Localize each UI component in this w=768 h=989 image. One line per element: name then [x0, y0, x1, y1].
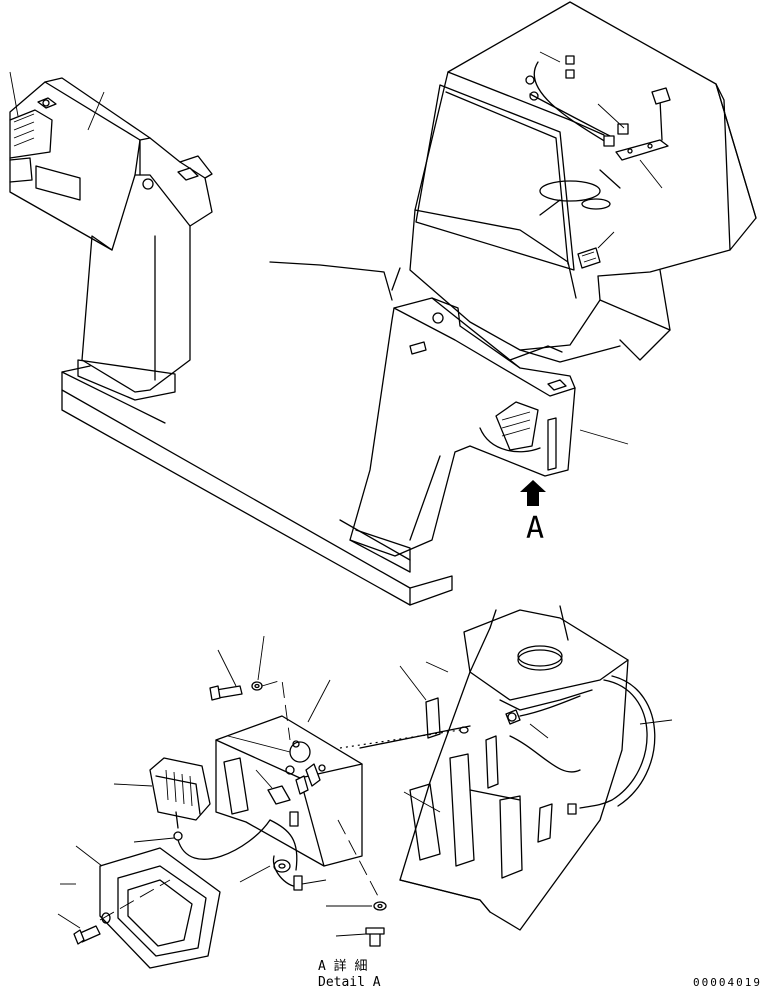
- leader-line: [580, 430, 628, 444]
- leader-line: [88, 92, 104, 130]
- bolt-axis-line: [100, 880, 170, 920]
- leader-line: [308, 680, 330, 722]
- main-frame: [62, 262, 452, 605]
- lamp-bracket-box: [216, 716, 362, 866]
- drawing-number: 00004019: [693, 976, 762, 989]
- leader-line: [76, 846, 102, 866]
- leader-line: [640, 160, 662, 188]
- leader-line: [598, 104, 624, 128]
- leader-line: [58, 914, 80, 928]
- wire-run: [520, 696, 580, 716]
- cab-relay-bracket: [616, 88, 670, 160]
- leader-line: [336, 934, 366, 936]
- cable-rod: [360, 726, 470, 748]
- leader-line: [256, 770, 272, 788]
- leader-line: [218, 650, 236, 686]
- leader-line: [640, 720, 672, 724]
- leader-line: [114, 784, 152, 786]
- bolt-axis-line: [262, 680, 290, 740]
- fender-detail: [400, 606, 628, 930]
- harness-wire: [568, 676, 655, 814]
- leader-line: [228, 736, 290, 752]
- work-lamp: [150, 758, 270, 859]
- right-fender-assembly: [350, 298, 575, 572]
- detail-label-jp: A 詳 細: [318, 958, 367, 974]
- leader-line: [540, 52, 560, 62]
- view-arrow-icon: [520, 480, 546, 506]
- cab-switch: [578, 248, 600, 268]
- grommet: [460, 710, 520, 733]
- cab-wiring-harness: [526, 56, 628, 146]
- leader-line: [426, 662, 448, 672]
- cab-assembly: [410, 2, 756, 362]
- leader-line: [404, 792, 440, 812]
- lamp-harness: [270, 812, 302, 890]
- leader-line: [530, 724, 548, 738]
- bolt-axis-line: [338, 820, 380, 900]
- fender-bracket-plate: [426, 698, 498, 788]
- leader-line: [134, 838, 174, 842]
- washer: [102, 682, 386, 923]
- leader-line: [598, 232, 614, 248]
- leader-line: [10, 72, 18, 116]
- wire-path-guide: [340, 730, 460, 748]
- mounting-bolt: [74, 686, 384, 946]
- view-label: A: [526, 511, 544, 546]
- leader-line: [400, 666, 426, 700]
- left-fender-assembly: [10, 78, 212, 400]
- leader-line: [258, 636, 264, 680]
- lamp-gasket-frame: [100, 848, 220, 968]
- leader-line: [240, 866, 270, 882]
- leader-line: [302, 880, 326, 884]
- detail-label-en: Detail A: [318, 975, 381, 989]
